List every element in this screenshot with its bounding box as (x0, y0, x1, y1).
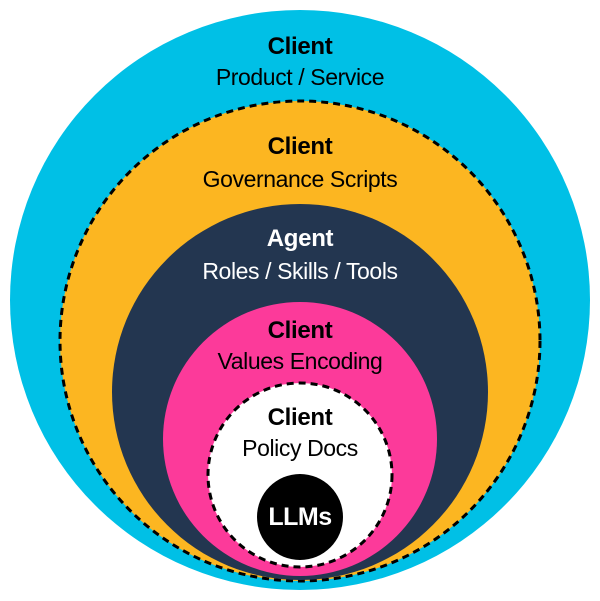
layer-owner-governance-scripts: Client (267, 133, 333, 160)
layer-label-values-encoding: Values Encoding (217, 348, 383, 374)
core-circle-llms (257, 474, 343, 560)
layer-owner-product-service: Client (267, 33, 333, 60)
layer-owner-policy-docs: Client (267, 404, 333, 431)
layer-label-policy-docs: Policy Docs (242, 435, 358, 461)
layer-owner-values-encoding: Client (267, 317, 333, 344)
core-label-llms: LLMs (268, 502, 332, 531)
layer-label-governance-scripts: Governance Scripts (202, 166, 398, 192)
layer-label-product-service: Product / Service (215, 64, 385, 90)
layer-label-roles-skills-tools: Roles / Skills / Tools (202, 258, 398, 284)
layer-owner-roles-skills-tools: Agent (266, 225, 334, 252)
